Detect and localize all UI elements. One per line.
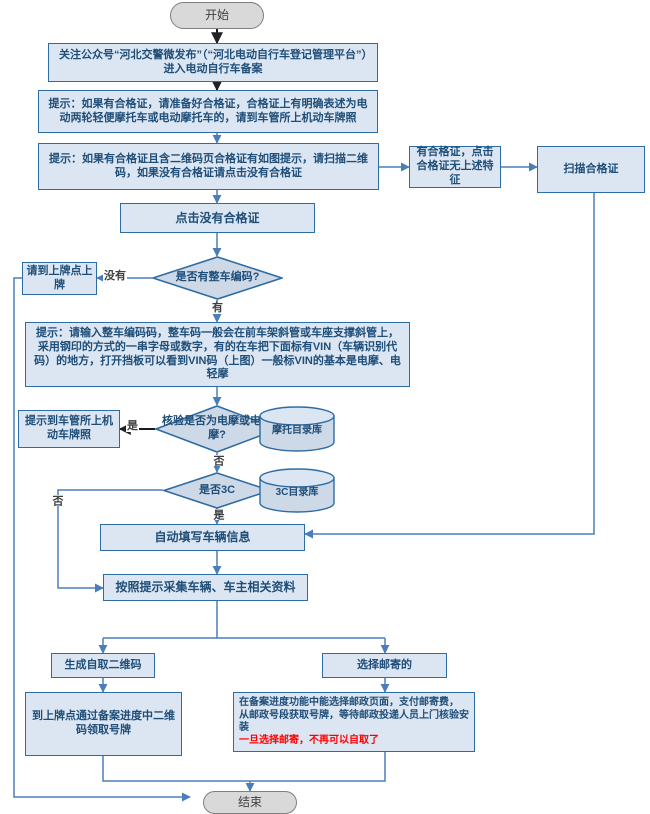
edge-label-3c-no: 否 (50, 495, 63, 506)
step-choose-mail-delivery[interactable]: 选择邮寄的 (322, 653, 447, 678)
decision-has-vehicle-code-label: 是否有整车编码? (175, 271, 260, 284)
step-has-certificate[interactable]: 有合格证，点击合格证无上述特征 (409, 146, 501, 188)
database-motorcycle-catalog: 摩托目录库 (259, 406, 335, 452)
decision-is-3c: 是否3C (163, 472, 271, 509)
tip-qr-code: 提示：如果有合格证且含二维码页合格证有如图提示，请扫描二维码，如果没有合格证请点… (38, 143, 379, 190)
step-scan-certificate[interactable]: 扫描合格证 (537, 146, 645, 193)
terminal-start: 开始 (170, 2, 264, 29)
edge-label-emoto-no: 否 (211, 455, 224, 466)
decision-has-vehicle-code: 是否有整车编码? (152, 256, 283, 300)
step-pickup-plate-at-point-label: 到上牌点通过备案进度中二维码领取号牌 (32, 710, 175, 736)
step-pickup-plate-at-point: 到上牌点通过备案进度中二维码领取号牌 (25, 692, 182, 756)
tip-certificate-label: 提示：如果有合格证，请准备好合格证，合格证上有明确表述为电动两轮轻便摩托车或电动… (48, 97, 368, 124)
step-goto-vehicle-admin-label: 提示到车管所上机动车牌照 (25, 415, 113, 441)
step-collect-vehicle-owner-info: 按照提示采集车辆、车主相关资料 (103, 574, 308, 601)
step-auto-fill-vehicle-info-label: 自动填写车辆信息 (154, 530, 251, 544)
step-choose-mail-delivery-label: 选择邮寄的 (357, 658, 412, 671)
step-follow-official-account-label: 关注公众号“河北交警微发布”（“河北电动自行车登记管理平台”）进入电动自行车备案 (59, 48, 367, 75)
terminal-start-label: 开始 (204, 8, 229, 22)
step-generate-pickup-qr-label: 生成自取二维码 (64, 658, 142, 671)
diamond-shape (155, 405, 279, 453)
tip-certificate: 提示：如果有合格证，请准备好合格证，合格证上有明确表述为电动两轮轻便摩托车或电动… (38, 90, 378, 133)
note-mail-delivery-line-2: 从邮政号段获取号牌，等待邮政投递人员上门核验安装 (239, 709, 469, 734)
diamond-shape (152, 256, 283, 300)
step-click-no-certificate-label: 点击没有合格证 (175, 210, 260, 225)
step-generate-pickup-qr[interactable]: 生成自取二维码 (51, 653, 155, 678)
step-goto-plate-point[interactable]: 请到上牌点上牌 (22, 262, 97, 295)
edge-label-emoto-yes: 是 (126, 420, 139, 432)
tip-vin-code-label: 提示：请输入整车编码码，整车码一般会在前车架斜管或车座支撑斜管上，采用钢印的方式… (34, 327, 401, 381)
note-mail-delivery-detail: 在备案进度功能中能选择邮政页面，支付邮寄费， 从邮政号段获取号牌，等待邮政投递人… (233, 692, 475, 752)
step-click-no-certificate[interactable]: 点击没有合格证 (120, 203, 315, 233)
database-3c-catalog: 3C目录库 (259, 468, 335, 513)
terminal-end: 结束 (203, 791, 297, 814)
terminal-end-label: 结束 (237, 795, 262, 809)
edge-label-no-vehicle-code: 没有 (103, 270, 127, 282)
diamond-shape (163, 472, 271, 509)
database-motorcycle-catalog-label: 摩托目录库 (272, 425, 322, 437)
note-mail-delivery-warning: 一旦选择邮寄，不再可以自取了 (239, 734, 379, 746)
edge-label-3c-yes: 是 (211, 509, 224, 520)
edge-label-has-vehicle-code: 有 (211, 302, 224, 314)
step-has-certificate-label: 有合格证，点击合格证无上述特征 (416, 146, 494, 186)
step-follow-official-account[interactable]: 关注公众号“河北交警微发布”（“河北电动自行车登记管理平台”）进入电动自行车备案 (48, 43, 378, 82)
step-goto-plate-point-label: 请到上牌点上牌 (26, 264, 93, 291)
cylinder-icon (259, 468, 335, 513)
decision-is-electric-motorcycle-label: 核验是否为电摩或电轻摩? (162, 415, 272, 441)
step-auto-fill-vehicle-info: 自动填写车辆信息 (100, 524, 305, 551)
decision-is-electric-motorcycle: 核验是否为电摩或电轻摩? (155, 405, 279, 453)
step-collect-vehicle-owner-info-label: 按照提示采集车辆、车主相关资料 (115, 580, 296, 594)
step-goto-vehicle-admin[interactable]: 提示到车管所上机动车牌照 (18, 410, 120, 448)
decision-is-3c-label: 是否3C (198, 483, 236, 496)
note-mail-delivery-line-1: 在备案进度功能中能选择邮政页面，支付邮寄费， (239, 697, 459, 708)
database-3c-catalog-label: 3C目录库 (275, 486, 319, 498)
step-scan-certificate-label: 扫描合格证 (563, 162, 619, 175)
tip-vin-code: 提示：请输入整车编码码，整车码一般会在前车架斜管或车座支撑斜管上，采用钢印的方式… (25, 322, 410, 387)
cylinder-icon (259, 406, 335, 452)
tip-qr-code-label: 提示：如果有合格证且含二维码页合格证有如图提示，请扫描二维码，如果没有合格证请点… (49, 152, 368, 179)
